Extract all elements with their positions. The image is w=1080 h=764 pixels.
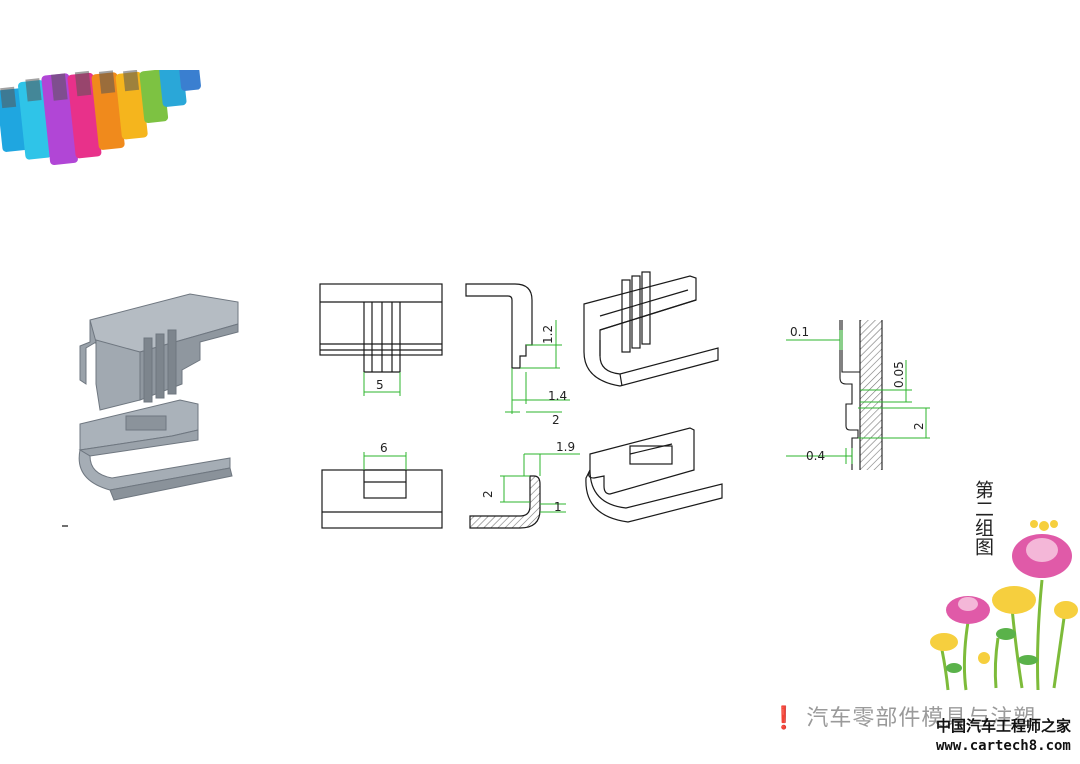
isometric-clip-bottom xyxy=(585,427,723,523)
front-view-top xyxy=(319,283,443,373)
dimension-label-1: 1 xyxy=(554,500,562,514)
site-watermark-url: www.cartech8.com xyxy=(936,738,1071,754)
site-watermark-cn: 中国汽车工程师之家 xyxy=(936,717,1072,735)
side-section-top xyxy=(465,283,533,369)
flower-decoration xyxy=(930,520,1078,691)
dimension-label-2-top: 2 xyxy=(552,413,560,427)
dimension-label-0-05: 0.05 xyxy=(892,361,906,388)
part-render-3d xyxy=(78,293,239,501)
dimension-label-5: 5 xyxy=(376,378,384,392)
dimension-label-0-1: 0.1 xyxy=(790,325,809,339)
dimension-label-1-4: 1.4 xyxy=(548,389,567,403)
upper-hook-part-render xyxy=(79,293,239,411)
dimension-5 xyxy=(363,372,401,396)
dimension-lines-top-right xyxy=(505,320,570,414)
wechat-watermark-text: 汽车零部件模具与注塑 xyxy=(806,706,1037,731)
vertical-title: 第二组图 xyxy=(972,480,994,556)
detail-dimension-lines xyxy=(786,330,930,464)
dimension-label-2-detail: 2 xyxy=(912,422,926,430)
front-view-bottom xyxy=(321,469,443,529)
dimension-6 xyxy=(363,452,407,470)
dimension-label-1-9: 1.9 xyxy=(556,440,575,454)
wechat-icon: ❗ xyxy=(770,706,799,731)
lower-clip-part-render xyxy=(78,399,233,501)
dimension-lines-bottom-right xyxy=(500,453,580,513)
dimension-label-6: 6 xyxy=(380,441,388,455)
dimension-label-1-2: 1.2 xyxy=(541,325,555,344)
dimension-label-0-4: 0.4 xyxy=(806,449,825,463)
rainbow-ribbons-decoration xyxy=(0,70,201,166)
detail-section xyxy=(839,320,883,470)
wechat-watermark: ❗ 汽车零部件模具与注塑 xyxy=(770,700,1036,732)
dimension-label-2-bottom: 2 xyxy=(481,490,495,498)
isometric-clip-top xyxy=(583,271,719,387)
side-section-bottom xyxy=(469,475,541,529)
